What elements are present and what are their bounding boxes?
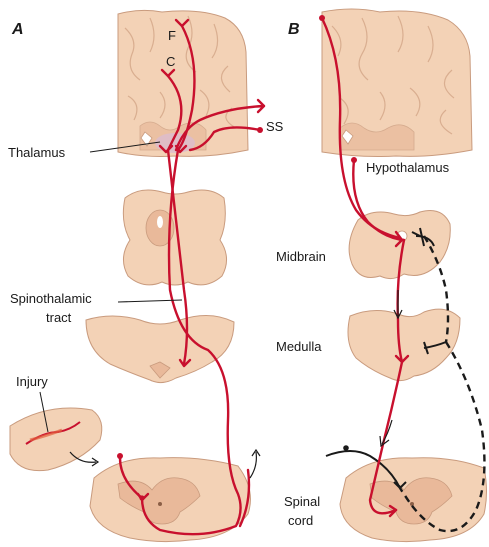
panel-b: B xyxy=(276,9,487,542)
label-spinothalamic-line1: Spinothalamic xyxy=(10,291,92,306)
label-c: C xyxy=(166,54,175,69)
skin-injury-tissue xyxy=(10,408,102,471)
panel-a-letter: A xyxy=(11,21,24,38)
medulla-section-a xyxy=(86,315,234,382)
panel-a: A xyxy=(8,10,284,541)
spinal-cord-section-b xyxy=(340,458,487,542)
label-midbrain: Midbrain xyxy=(276,249,326,264)
brain-section-b xyxy=(322,9,472,157)
medulla-section-b xyxy=(348,309,460,380)
label-injury: Injury xyxy=(16,374,48,389)
panel-b-letter: B xyxy=(288,21,300,38)
label-f: F xyxy=(168,28,176,43)
label-spinothalamic-line2: tract xyxy=(46,310,72,325)
label-ss: SS xyxy=(266,119,284,134)
label-thalamus: Thalamus xyxy=(8,145,66,160)
label-spinal-line2: cord xyxy=(288,513,313,528)
label-hypothalamus: Hypothalamus xyxy=(366,160,450,175)
label-spinal-line1: Spinal xyxy=(284,494,320,509)
label-medulla: Medulla xyxy=(276,339,322,354)
